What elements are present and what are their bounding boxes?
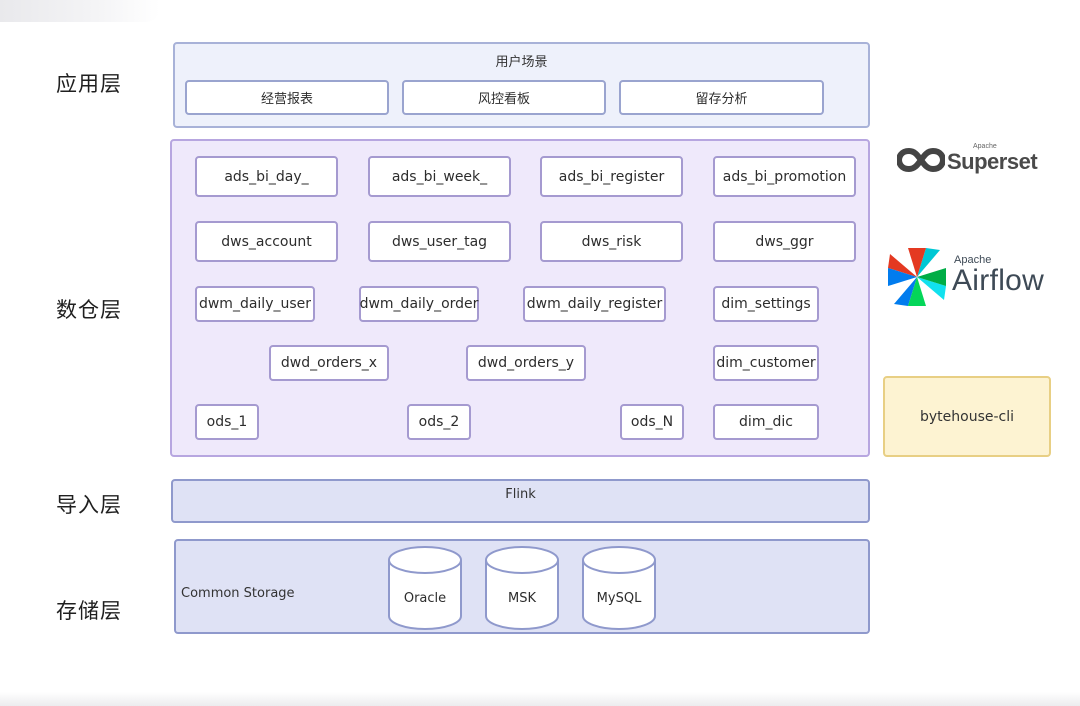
- airflow-logo: Apache Airflow: [886, 246, 1056, 310]
- table-node-ads: ads_bi_register: [540, 156, 683, 197]
- bytehouse-cli-box: bytehouse-cli: [883, 376, 1051, 457]
- superset-apache-label: Apache: [973, 143, 997, 150]
- superset-logo-icon: [897, 148, 945, 172]
- airflow-apache-label: Apache: [954, 254, 992, 266]
- table-node-ads: ads_bi_day_: [195, 156, 338, 197]
- table-node-dim: dim_dic: [713, 404, 819, 440]
- layer-label-storage: 存储层: [56, 599, 122, 623]
- table-node-ads: ads_bi_promotion: [713, 156, 856, 197]
- table-node-dws: dws_ggr: [713, 221, 856, 262]
- table-node-dwm: dwm_daily_user: [195, 286, 315, 322]
- database-icon: [485, 546, 559, 630]
- database-label: Oracle: [403, 591, 447, 606]
- app-item-report: 经营报表: [185, 80, 389, 115]
- database-cylinder-oracle: Oracle: [387, 545, 463, 631]
- table-node-dws: dws_risk: [540, 221, 683, 262]
- airflow-wordmark: Airflow: [952, 264, 1045, 297]
- top-edge-shadow: [0, 0, 160, 22]
- database-icon: [582, 546, 656, 630]
- table-node-ods: ods_2: [407, 404, 471, 440]
- layer-label-dw: 数仓层: [56, 298, 122, 322]
- table-node-dwd: dwd_orders_x: [269, 345, 389, 381]
- superset-logo: Apache Superset: [897, 142, 1047, 178]
- storage-layer-panel: Common Storage Oracle MSK MySQL: [174, 539, 870, 634]
- import-panel-title: Flink: [505, 487, 536, 502]
- application-layer-panel: 用户场景 经营报表 风控看板 留存分析: [173, 42, 870, 128]
- table-node-dwd: dwd_orders_y: [466, 345, 586, 381]
- superset-wordmark: Superset: [947, 149, 1038, 174]
- table-node-dim: dim_customer: [713, 345, 819, 381]
- app-item-retention: 留存分析: [619, 80, 824, 115]
- app-item-risk-dashboard: 风控看板: [402, 80, 606, 115]
- database-icon: [388, 546, 462, 630]
- table-node-dim: dim_settings: [713, 286, 819, 322]
- app-panel-title: 用户场景: [495, 55, 548, 70]
- table-node-dws: dws_user_tag: [368, 221, 511, 262]
- bottom-edge-shadow: [0, 692, 1080, 706]
- storage-panel-title: Common Storage: [181, 586, 295, 601]
- table-node-ads: ads_bi_week_: [368, 156, 511, 197]
- table-node-dwm: dwm_daily_order: [359, 286, 479, 322]
- table-node-ods: ods_N: [620, 404, 684, 440]
- table-node-dws: dws_account: [195, 221, 338, 262]
- layer-label-app: 应用层: [56, 72, 122, 96]
- database-cylinder-mysql: MySQL: [581, 545, 657, 631]
- table-node-dwm: dwm_daily_register: [523, 286, 666, 322]
- layer-label-import: 导入层: [56, 493, 122, 517]
- data-warehouse-layer-panel: ads_bi_day_ ads_bi_week_ ads_bi_register…: [170, 139, 870, 457]
- database-label: MySQL: [596, 591, 642, 606]
- import-layer-panel: Flink: [171, 479, 870, 523]
- airflow-pinwheel-icon: [888, 248, 946, 306]
- database-cylinder-msk: MSK: [484, 545, 560, 631]
- table-node-ods: ods_1: [195, 404, 259, 440]
- database-label: MSK: [508, 591, 536, 606]
